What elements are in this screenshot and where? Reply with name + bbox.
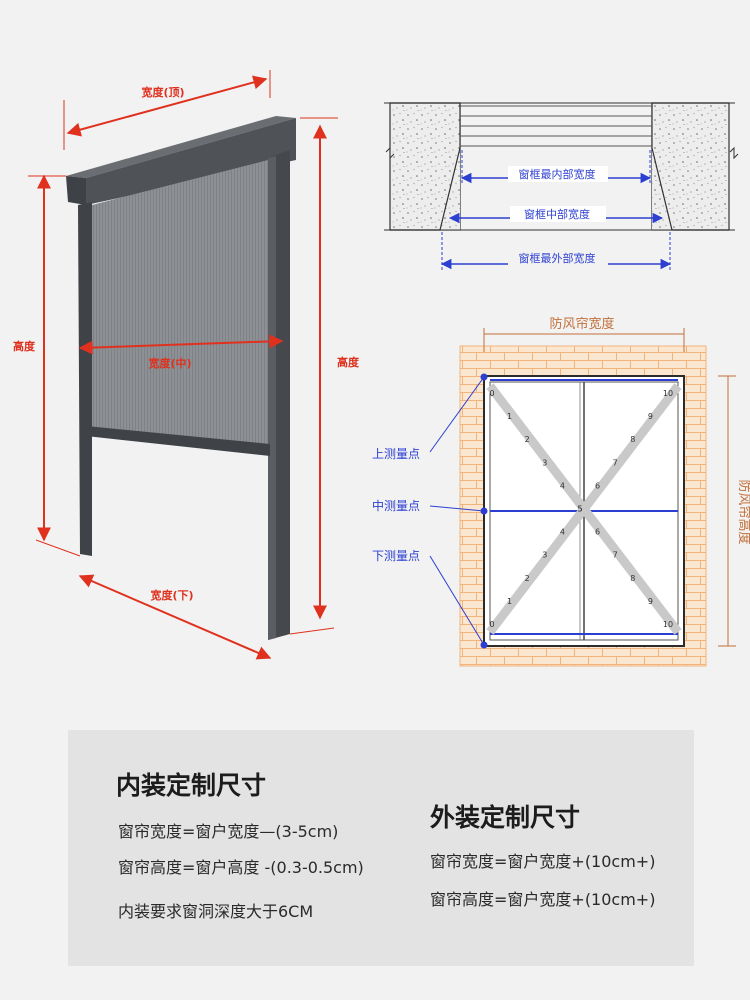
ruler-a-tick-6: 6: [595, 528, 600, 537]
ruler-a-tick-9: 9: [648, 597, 653, 606]
brick-opening-diagram: [429, 328, 736, 667]
height-right-label: 高度: [337, 355, 360, 369]
screen-mesh: [92, 160, 268, 448]
ruler-b-tick-5: 5: [577, 505, 582, 514]
ruler-a-tick-7: 7: [613, 551, 618, 560]
height-left-label: 高度: [13, 339, 36, 353]
interior-line-2: 窗帘高度=窗户高度 -(0.3-0.5cm): [118, 858, 364, 877]
middle-width-label: 窗框中部宽度: [524, 207, 590, 221]
exterior-line-1: 窗帘宽度=窗户宽度+(10cm+): [430, 852, 656, 871]
width-mid-label: 宽度(中): [147, 356, 191, 370]
ruler-b-tick-4: 4: [560, 528, 565, 537]
ruler-a-tick-5: 5: [577, 505, 582, 514]
upper-point-label: 上测量点: [372, 447, 420, 461]
lower-point-label: 下测量点: [372, 549, 420, 563]
ruler-b-tick-1: 1: [507, 597, 512, 606]
ruler-a-tick-10: 10: [663, 620, 673, 629]
ruler-b-tick-8: 8: [630, 435, 635, 444]
interior-title: 内装定制尺寸: [116, 771, 267, 800]
left-post: [78, 202, 92, 556]
middle-point-label: 中测量点: [372, 498, 420, 513]
interior-line-3: 内装要求窗洞深度大于6CM: [118, 902, 314, 921]
exterior-title: 外装定制尺寸: [430, 803, 581, 832]
red-dimension-lines: [28, 70, 338, 660]
ruler-b-tick-9: 9: [648, 412, 653, 421]
measurement-diagram: 宽度(顶) 宽度(中) 宽度(下) 高度 高度: [13, 70, 750, 667]
inner-width-label: 窗框最内部宽度: [519, 167, 596, 181]
ruler-b-tick-2: 2: [525, 574, 530, 583]
ruler-b-tick-7: 7: [613, 458, 618, 467]
ruler-b-tick-3: 3: [542, 551, 547, 560]
ruler-a-tick-2: 2: [525, 435, 530, 444]
roller-screen-illustration: [66, 116, 296, 640]
ruler-a-tick-8: 8: [630, 574, 635, 583]
ruler-a-tick-4: 4: [560, 481, 565, 490]
size-formula-panel: 内装定制尺寸 窗帘宽度=窗户宽度—(3-5cm) 窗帘高度=窗户高度 -(0.3…: [68, 730, 694, 966]
width-bottom-label: 宽度(下): [149, 588, 193, 602]
curtain-height-label: 防风帘高度: [736, 479, 750, 544]
ruler-b-tick-0: 0: [489, 620, 494, 629]
bottom-bar: [86, 426, 270, 456]
outer-width-label: 窗框最外部宽度: [519, 251, 596, 265]
ruler-b-tick-6: 6: [595, 481, 600, 490]
ruler-b-tick-10: 10: [663, 389, 673, 398]
ruler-a-tick-3: 3: [542, 458, 547, 467]
ruler-a-tick-1: 1: [507, 412, 512, 421]
ruler-a-tick-0: 0: [489, 389, 494, 398]
width-top-label: 宽度(顶): [140, 85, 184, 99]
interior-line-1: 窗帘宽度=窗户宽度—(3-5cm): [118, 822, 339, 841]
exterior-line-2: 窗帘高度=窗户宽度+(10cm+): [430, 890, 656, 909]
curtain-width-label: 防风帘宽度: [549, 316, 614, 332]
wall-section: [384, 102, 739, 231]
